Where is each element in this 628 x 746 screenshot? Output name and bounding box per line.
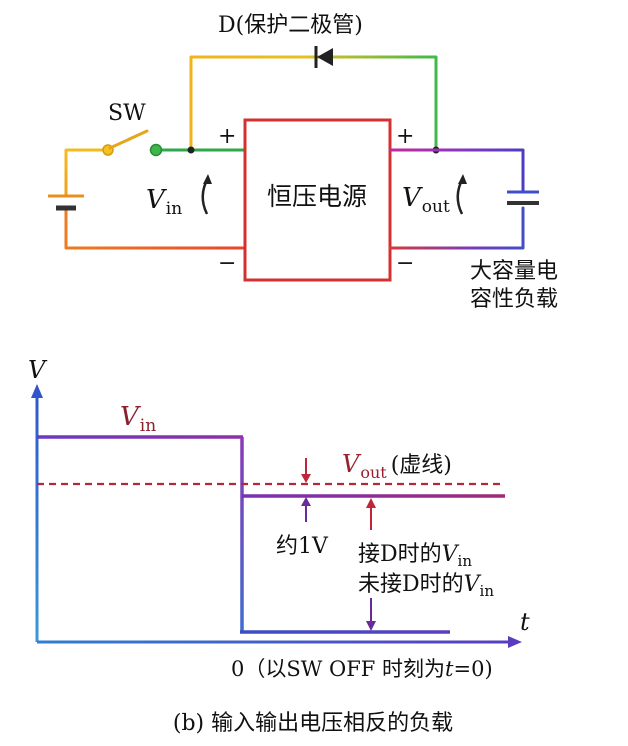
approx-1v-label: 约1V bbox=[276, 534, 329, 559]
with-d-label: 接D时的Vin bbox=[358, 542, 472, 570]
vin-arrow-head bbox=[203, 174, 212, 184]
input-bottom-wire bbox=[64, 208, 247, 250]
without-d-label: 未接D时的Vin bbox=[358, 572, 494, 600]
vout-graph-label: Vout(虚线) bbox=[342, 450, 452, 482]
vin-graph-label: Vin bbox=[120, 402, 156, 436]
gap-indicator bbox=[301, 458, 311, 522]
output-top-wire bbox=[388, 148, 525, 192]
switch-sw bbox=[102, 129, 163, 157]
input-minus-sign: − bbox=[218, 251, 236, 276]
vin-circuit-label: Vin bbox=[146, 185, 182, 219]
y-axis-label: V bbox=[28, 356, 48, 384]
x-axis-label: t bbox=[520, 608, 530, 636]
circuit-diagram: D(保护二极管) SW 恒压电源 + − + − Vin bbox=[48, 13, 558, 312]
battery-symbol bbox=[48, 194, 84, 211]
diode-label: D(保护二极管) bbox=[218, 13, 363, 38]
vout-arrow-head bbox=[458, 174, 467, 184]
load-label-line2: 容性负载 bbox=[470, 287, 558, 312]
difference-indicator bbox=[366, 498, 376, 631]
capacitor-symbol bbox=[507, 190, 539, 205]
load-label-line1: 大容量电 bbox=[470, 259, 558, 284]
switch-label: SW bbox=[108, 101, 146, 126]
output-bottom-wire bbox=[388, 206, 525, 250]
output-plus-sign: + bbox=[396, 124, 414, 149]
diode-branch-wire bbox=[189, 55, 438, 152]
origin-annotation: 0（以SW OFF 时刻为t=0) bbox=[231, 657, 493, 681]
input-top-wire-left bbox=[64, 148, 108, 198]
supply-label: 恒压电源 bbox=[267, 182, 367, 211]
waveform-graph: V t Vin Vout(虚线) 约1V 接D时的Vin 未接D时 bbox=[28, 356, 530, 681]
junction-dot-left bbox=[187, 146, 195, 154]
figure-caption: (b) 输入输出电压相反的负载 bbox=[173, 711, 453, 736]
vout-circuit-label: Vout bbox=[402, 183, 450, 217]
supply-box bbox=[243, 118, 392, 282]
x-axis-arrow bbox=[508, 636, 522, 648]
input-plus-sign: + bbox=[218, 124, 236, 149]
output-minus-sign: − bbox=[396, 251, 414, 276]
y-axis-arrow bbox=[31, 384, 43, 398]
diode-symbol bbox=[314, 46, 333, 68]
